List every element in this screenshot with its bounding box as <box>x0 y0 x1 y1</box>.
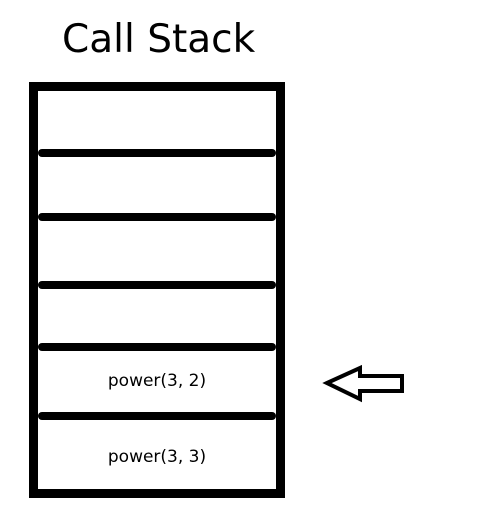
stack-frame: power(3, 3) <box>107 447 207 467</box>
stack-divider <box>38 213 276 221</box>
stack-divider <box>38 281 276 289</box>
left-arrow-icon <box>322 364 404 403</box>
stack-frame: power(3, 2) <box>107 371 207 391</box>
diagram-title: Call Stack <box>62 17 256 62</box>
stack-divider <box>38 343 276 351</box>
stack-divider <box>38 412 276 420</box>
stack-divider <box>38 149 276 157</box>
call-stack: power(3, 2) power(3, 3) <box>29 82 285 498</box>
